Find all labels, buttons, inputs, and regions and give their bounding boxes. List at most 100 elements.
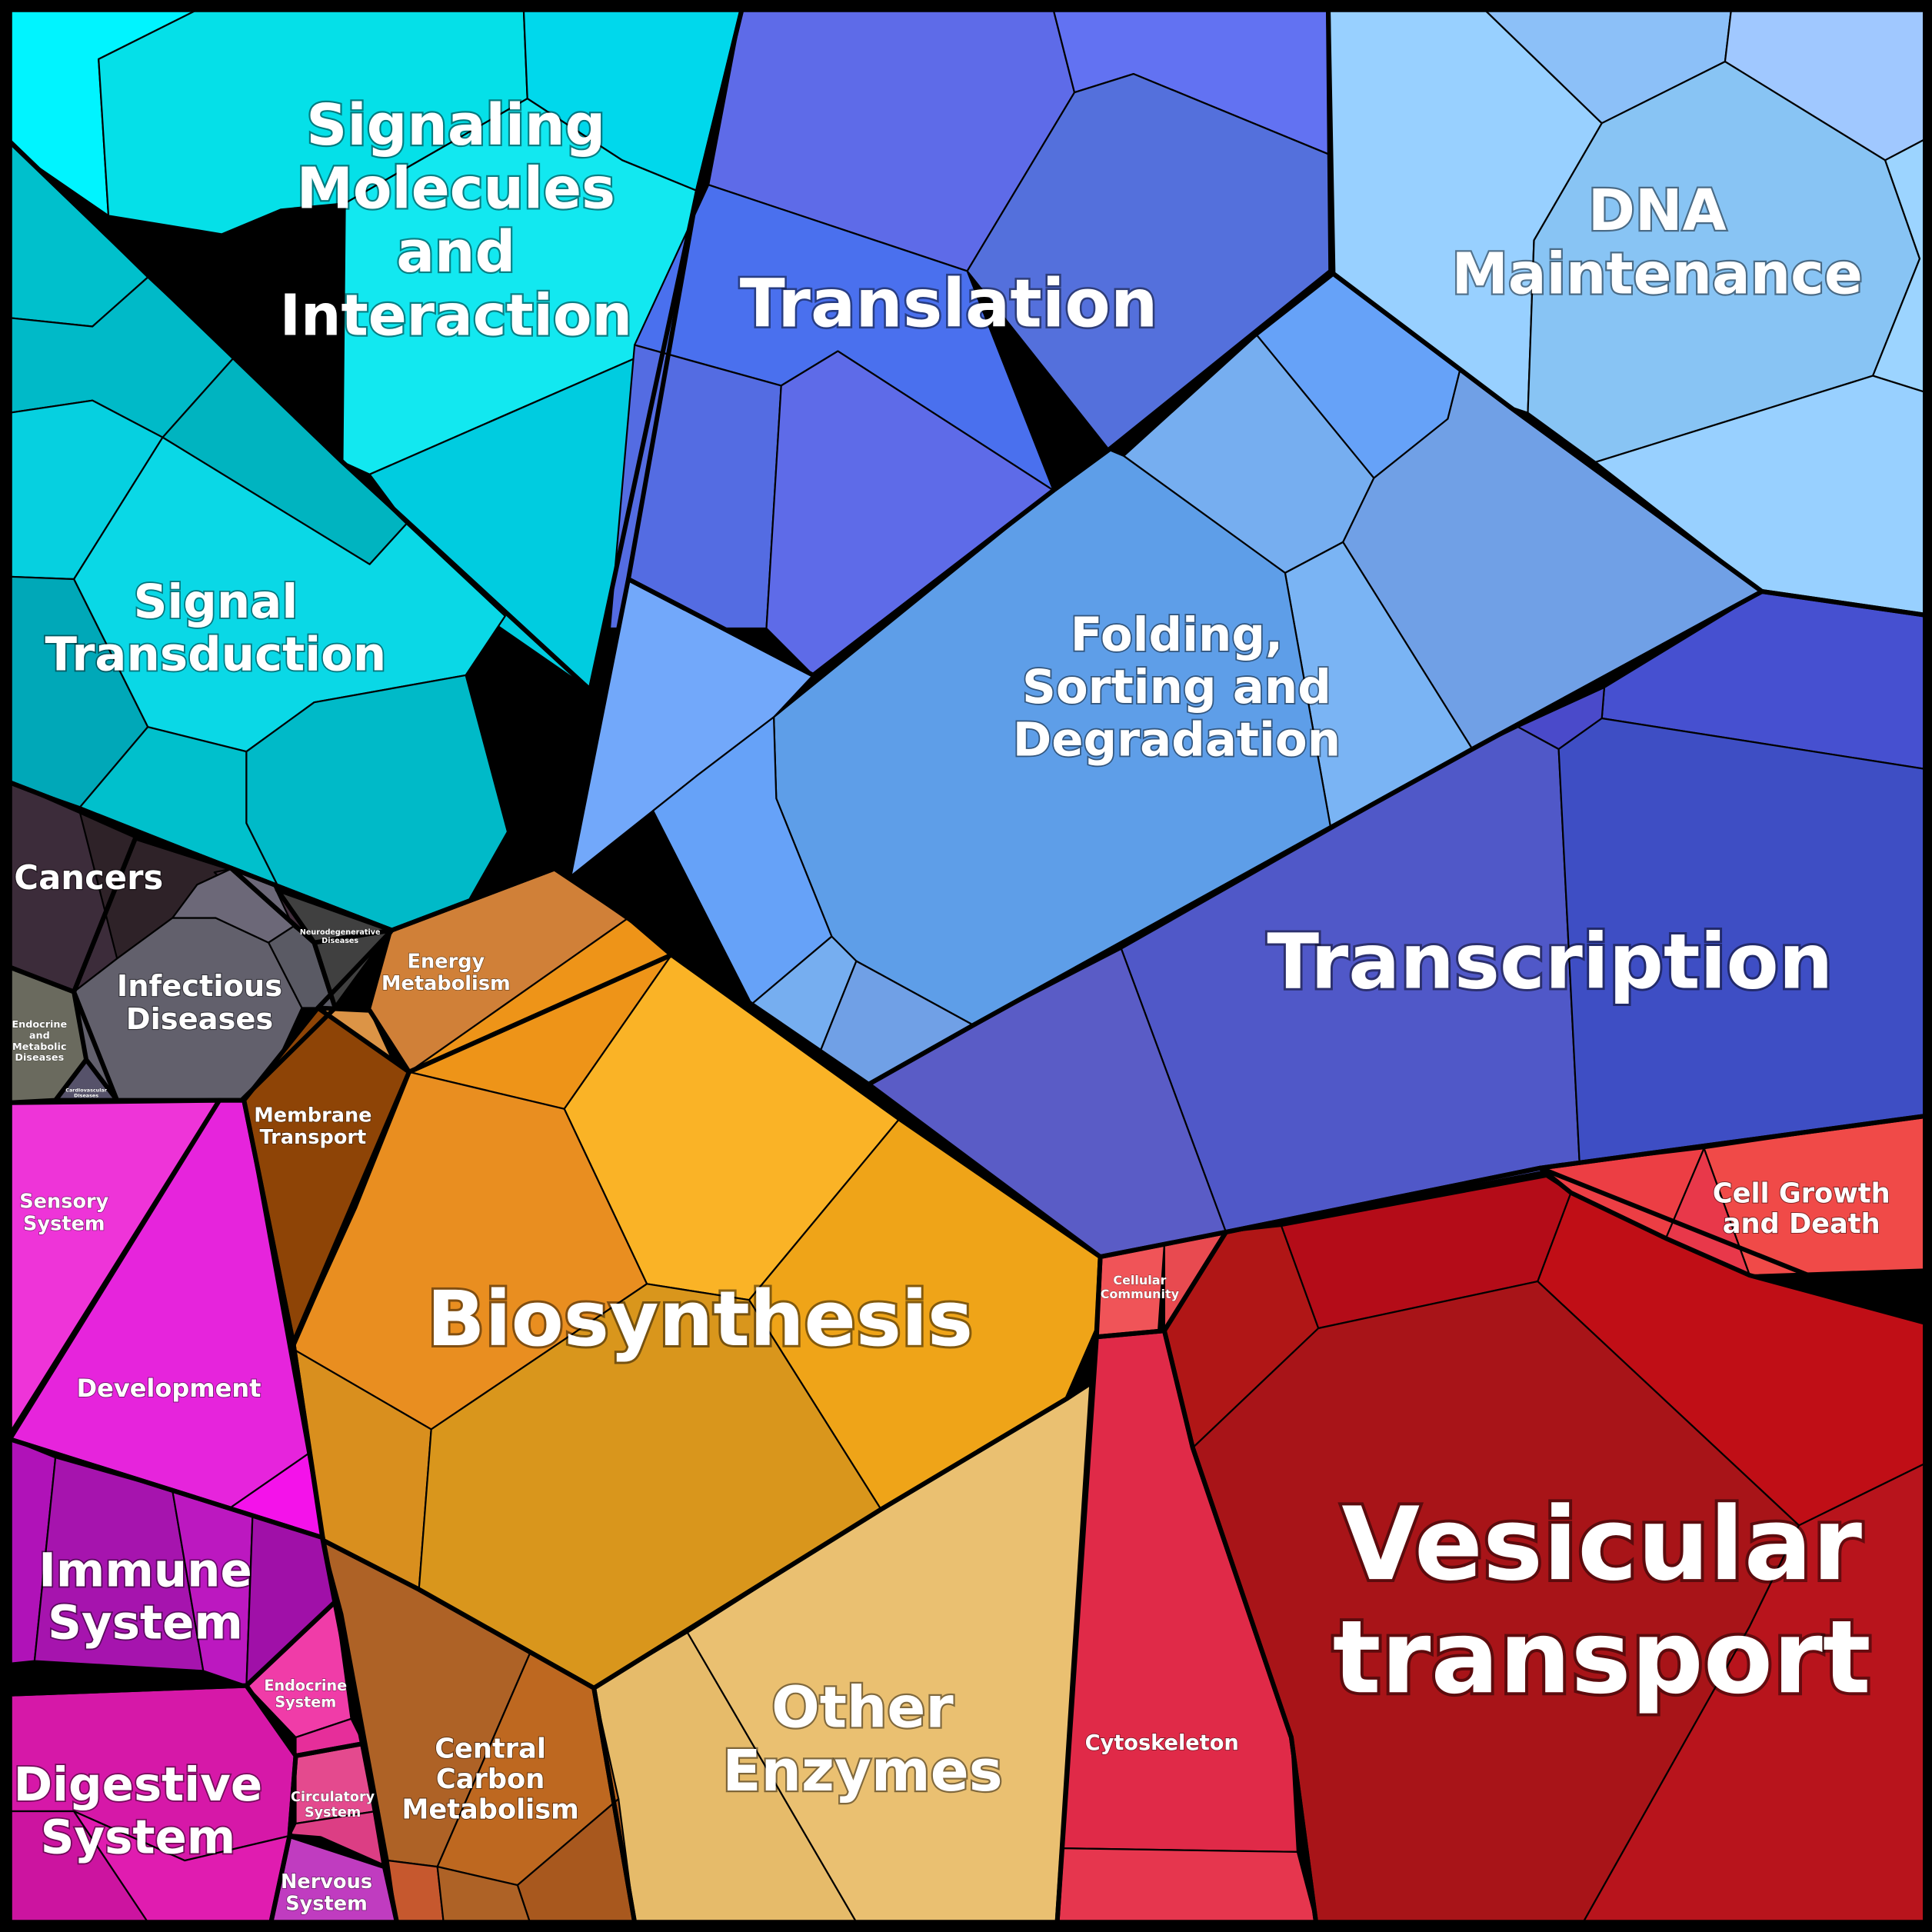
region-immune — [8, 1438, 336, 1687]
label-line: Cardiovascular — [65, 1087, 107, 1093]
label-line: Endocrine — [264, 1677, 347, 1694]
label-line: Central — [435, 1733, 546, 1764]
label-line: System — [48, 1595, 243, 1650]
label-line: Transcription — [1267, 918, 1833, 1007]
label-line: Nervous — [281, 1870, 372, 1894]
label-line: Energy — [408, 950, 485, 973]
region-translation — [608, 8, 1332, 677]
label-line: Signal — [134, 575, 298, 629]
label-line: Cytoskeleton — [1085, 1730, 1239, 1754]
label-line: Biosynthesis — [427, 1276, 973, 1364]
label-line: Digestive — [14, 1757, 263, 1812]
region-transcription — [868, 590, 1932, 1258]
cytoskeleton-label: Cytoskeleton — [1085, 1730, 1239, 1754]
label-line: Interaction — [280, 283, 632, 348]
region-borders — [7, 7, 1932, 1925]
label-line: Diseases — [321, 937, 358, 945]
label-line: Cell Growth — [1713, 1178, 1890, 1209]
region-dna-maintenance — [1327, 8, 1932, 618]
label-line: Cellular — [1113, 1273, 1166, 1287]
label-line: System — [41, 1810, 236, 1864]
label-line: System — [305, 1805, 361, 1820]
label-line: and — [29, 1030, 50, 1041]
cells-layer — [8, 8, 1932, 1924]
label-line: Cancers — [14, 858, 163, 897]
label-line: Diseases — [15, 1052, 64, 1064]
label-line: Carbon — [436, 1764, 545, 1795]
nervous-border — [268, 1834, 399, 1925]
label-line: Diseases — [74, 1093, 98, 1099]
label-line: Enzymes — [722, 1739, 1002, 1804]
cancers-label: Cancers — [14, 858, 163, 897]
label-line: Diseases — [126, 1002, 274, 1037]
translation-label: Translation — [740, 265, 1158, 342]
infectious-cell — [172, 868, 295, 944]
biosynthesis-label: Biosynthesis — [427, 1276, 973, 1364]
development-border — [7, 1098, 325, 1541]
label-line: Molecules — [297, 156, 615, 222]
label-line: DNA — [1588, 178, 1727, 244]
label-line: Endocrine — [12, 1019, 67, 1031]
label-line: Transduction — [45, 627, 387, 681]
label-line: Development — [77, 1374, 261, 1403]
label-line: Vesicular — [1341, 1485, 1862, 1603]
label-line: Other — [771, 1676, 954, 1741]
development-label: Development — [77, 1374, 261, 1403]
label-line: Immune — [38, 1543, 252, 1597]
cytoskeleton-border — [1054, 1328, 1318, 1925]
label-line: Signaling — [306, 93, 605, 158]
label-line: Sensory — [19, 1191, 108, 1214]
cytoskeleton-cell — [1056, 1847, 1317, 1924]
label-line: Transport — [260, 1126, 367, 1149]
region-folding — [568, 272, 1763, 1085]
label-line: Metabolism — [401, 1794, 579, 1825]
label-line: Membrane — [254, 1104, 371, 1128]
cell-growth-border — [1537, 1112, 1932, 1327]
label-line: Metabolism — [381, 972, 511, 995]
label-line: System — [285, 1893, 368, 1916]
label-line: System — [23, 1212, 105, 1235]
region-infectious — [72, 868, 336, 1101]
label-line: Folding, — [1071, 607, 1283, 661]
transcription-cell — [1557, 717, 1932, 1166]
label-line: Translation — [740, 265, 1158, 342]
label-line: Infectious — [117, 969, 282, 1004]
label-line: System — [275, 1693, 336, 1710]
transcription-label: Transcription — [1267, 918, 1833, 1007]
label-line: Circulatory — [291, 1790, 375, 1805]
region-central-carbon — [321, 1539, 636, 1924]
region-cytoskeleton — [1056, 1330, 1317, 1924]
label-line: transport — [1333, 1598, 1871, 1716]
label-line: Community — [1101, 1287, 1180, 1301]
region-signal-transduction — [8, 141, 509, 931]
region-biosynthesis — [292, 917, 1101, 1689]
label-line: and Death — [1723, 1208, 1880, 1240]
label-line: Degradation — [1013, 712, 1341, 767]
label-line: Sorting and — [1022, 660, 1331, 715]
region-vesicular — [1163, 1175, 1932, 1924]
